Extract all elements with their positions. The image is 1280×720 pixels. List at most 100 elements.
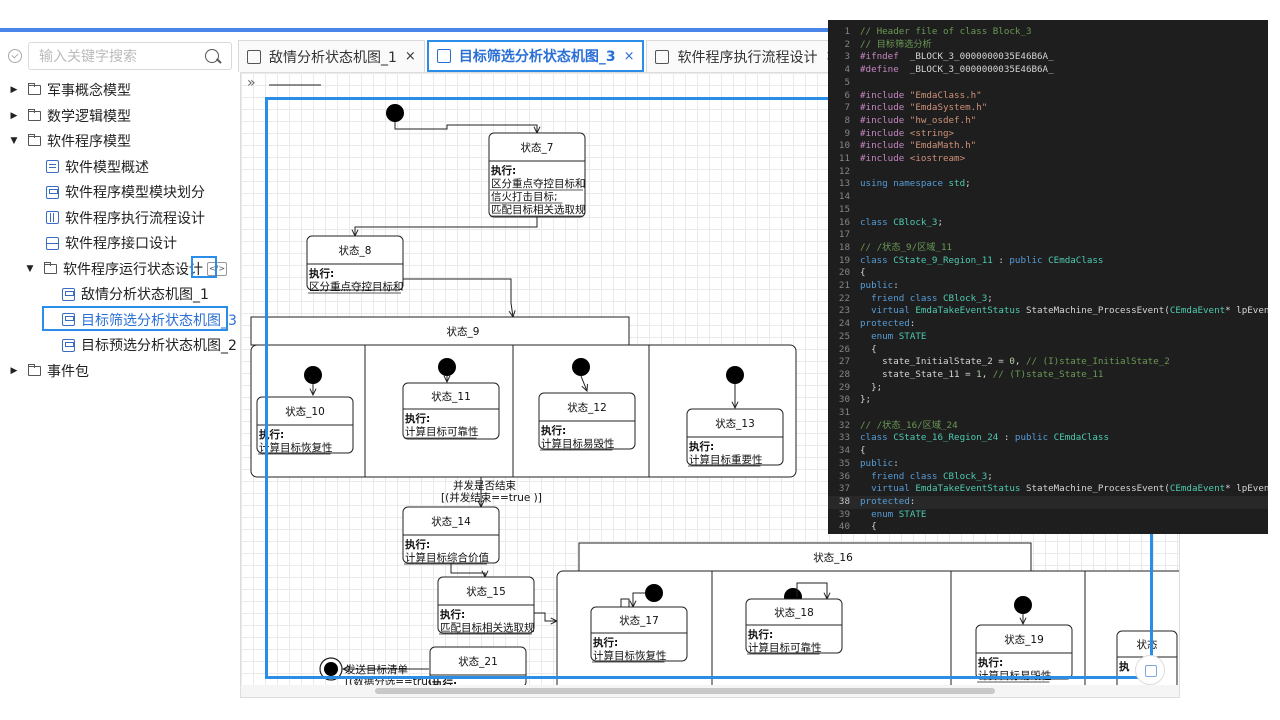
code-line[interactable]: 34{ [828, 445, 1268, 458]
tree-item[interactable]: 目标预选分析状态机图_2 [62, 333, 237, 357]
code-line[interactable]: 18// /状态_9/区域_11 [828, 242, 1268, 255]
caret-down-icon[interactable]: ▼ [10, 136, 18, 146]
tree-item[interactable]: 软件程序模型模块划分 [46, 180, 205, 204]
code-token: CBlock_3 [893, 216, 938, 228]
scrollbar-thumb[interactable] [375, 688, 995, 694]
tree-item[interactable]: 软件程序接口设计 [46, 231, 177, 255]
tab-label: 敌情分析状态机图_1 [269, 49, 397, 66]
code-line[interactable]: 40 { [828, 521, 1268, 534]
code-line[interactable]: 20{ [828, 267, 1268, 280]
code-line[interactable]: 32// /状态_16/区域_24 [828, 420, 1268, 433]
state-node[interactable] [745, 598, 843, 654]
code-token: #include [860, 114, 910, 126]
tree-item[interactable]: 软件模型概述 [46, 155, 149, 179]
code-line[interactable]: 22 friend class CBlock_3; [828, 293, 1268, 306]
expand-panel-icon[interactable]: » [247, 75, 256, 91]
tree-item[interactable]: 软件程序执行流程设计 [46, 206, 205, 230]
line-number: 40 [838, 521, 850, 533]
initial-state-node [1014, 596, 1032, 614]
caret-right-icon[interactable]: ▶ [10, 110, 18, 121]
code-line[interactable]: 39 enum STATE [828, 509, 1268, 522]
code-line[interactable]: 26 { [828, 344, 1268, 357]
tree-item-label: 目标预选分析状态机图_2 [81, 338, 237, 354]
code-line[interactable]: 36 friend class CBlock_3; [828, 471, 1268, 484]
code-token: CEmdaClass [1048, 254, 1104, 266]
caret-right-icon[interactable]: ▶ [10, 85, 18, 95]
editor-tab[interactable]: 敌情分析状态机图_1 × [238, 40, 425, 72]
search-bar: 输入关键字搜索 [4, 42, 232, 70]
code-line[interactable]: 23 virtual EmdaTakeEventStatus StateMach… [828, 305, 1268, 318]
tree-item[interactable]: ▼软件程序模型 [8, 129, 131, 153]
code-line[interactable]: 3#ifndef _BLOCK_3_0000000035E46B6A_ [828, 51, 1268, 64]
collapse-all-icon[interactable] [8, 49, 22, 63]
code-line[interactable]: 30}; [828, 394, 1268, 407]
state-node[interactable] [402, 382, 500, 440]
code-line[interactable]: 7#include "EmdaSystem.h" [828, 102, 1268, 115]
tree-item[interactable]: 目标筛选分析状态机图_3 [62, 308, 237, 332]
code-line[interactable]: 1// Header file of class Block_3 [828, 26, 1268, 39]
caret-down-icon[interactable]: ▼ [26, 263, 34, 274]
state-diagram-icon [436, 49, 451, 63]
code-text: public: [860, 280, 899, 293]
floating-action-button[interactable] [1135, 655, 1165, 685]
state-node[interactable] [975, 624, 1073, 680]
search-input[interactable]: 输入关键字搜索 [28, 42, 232, 70]
code-line[interactable]: 9#include <string> [828, 128, 1268, 141]
code-line[interactable]: 15 [828, 204, 1268, 217]
code-line[interactable]: 12 [828, 166, 1268, 179]
code-line[interactable]: 37 virtual EmdaTakeEventStatus StateMach… [828, 483, 1268, 496]
close-icon[interactable]: × [404, 49, 416, 64]
code-line[interactable]: 10#include "EmdaMath.h" [828, 140, 1268, 153]
code-line[interactable]: 27 state_InitialState_2 = 0, // (I)state… [828, 356, 1268, 369]
code-line[interactable]: 17 [828, 229, 1268, 242]
code-line[interactable]: 29 }; [828, 382, 1268, 395]
code-line[interactable]: 5 [828, 77, 1268, 90]
code-line[interactable]: 14 [828, 191, 1268, 204]
tree-item[interactable]: 敌情分析状态机图_1 [62, 282, 209, 306]
line-number: 12 [838, 165, 850, 177]
code-token: CBlock_3 [943, 470, 988, 482]
tree-item[interactable]: ▶军事概念模型 [8, 78, 131, 102]
line-number: 30 [838, 394, 850, 406]
code-token: #include [860, 140, 910, 152]
state-exec-label: 执行: [405, 538, 430, 551]
state-node[interactable] [306, 235, 404, 291]
code-line[interactable]: 11#include <iostream> [828, 153, 1268, 166]
line-number: 29 [838, 381, 850, 393]
document-icon [46, 160, 59, 173]
code-text: state_InitialState_2 = 0, // (I)state_In… [860, 356, 1170, 369]
code-token: "EmdaClass.h" [909, 89, 982, 101]
horizontal-scrollbar[interactable] [241, 685, 1179, 697]
state-node[interactable] [590, 606, 688, 662]
search-icon[interactable] [205, 49, 219, 63]
tree-item[interactable]: ▶事件包 [8, 359, 89, 383]
code-line[interactable]: 25 enum STATE [828, 331, 1268, 344]
code-line[interactable]: 28 state_State_11 = 1, // (T)state_State… [828, 369, 1268, 382]
initial-state-node [726, 366, 744, 384]
editor-tab[interactable]: 软件程序执行流程设计× [646, 40, 846, 72]
code-line[interactable]: 31 [828, 407, 1268, 420]
code-line[interactable]: 6#include "EmdaClass.h" [828, 90, 1268, 103]
tree-item[interactable]: ▶数学逻辑模型 [8, 104, 131, 128]
caret-right-icon[interactable]: ▶ [10, 365, 18, 376]
line-number: 22 [838, 292, 850, 304]
state-machine-diagram[interactable]: 状态_7执行:区分重点夺控目标和信火打击目标;匹配目标相关选取规状态_8执行:区… [241, 73, 1180, 698]
close-icon[interactable]: × [623, 48, 635, 64]
editor-tab[interactable]: 目标筛选分析状态机图_3× [426, 40, 645, 72]
code-line[interactable]: 2// 目标筛选分析 [828, 39, 1268, 52]
code-line[interactable]: 4#define _BLOCK_3_0000000035E46B6A_ [828, 64, 1268, 77]
line-number: 33 [838, 432, 850, 444]
final-state-core [324, 662, 338, 676]
code-line[interactable]: 8#include "hw_osdef.h" [828, 115, 1268, 128]
code-token: CEmdaClass [1053, 432, 1109, 444]
code-token: #include [860, 127, 910, 139]
